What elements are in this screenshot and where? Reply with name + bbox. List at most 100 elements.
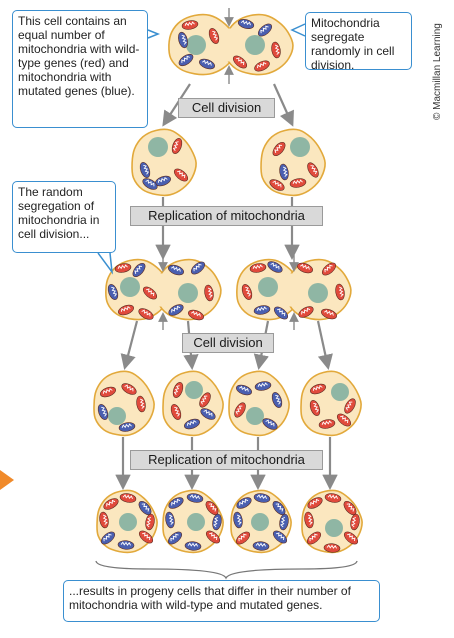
wild-type-mitochondrion	[99, 511, 109, 529]
nucleus	[331, 383, 349, 401]
nucleus	[187, 513, 205, 531]
page-marker-icon	[0, 470, 14, 490]
wild-type-mitochondrion	[321, 262, 337, 276]
mutated-mitochondrion	[117, 540, 135, 550]
wild-type-mitochondrion	[171, 138, 183, 154]
wild-type-mitochondrion	[309, 400, 321, 416]
mutated-mitochondrion	[237, 19, 255, 29]
cells	[93, 13, 363, 554]
result-callout: ...results in progeny cells that differ …	[63, 580, 380, 622]
mutated-mitochondrion	[262, 418, 278, 430]
wild-type-mitochondrion	[343, 531, 359, 545]
wild-type-mitochondrion	[205, 530, 221, 544]
mutated-mitochondrion	[142, 178, 158, 190]
nucleus	[185, 381, 203, 399]
mutated-mitochondrion	[254, 381, 272, 391]
wild-type-mitochondrion	[119, 493, 137, 503]
wild-type-mitochondrion	[323, 543, 341, 553]
copyright-credit: © Macmillan Learning	[420, 12, 443, 122]
mutated-mitochondrion	[279, 163, 289, 181]
wild-type-mitochondrion	[145, 513, 155, 531]
cleavage-fill	[216, 28, 244, 62]
wild-type-mitochondrion	[114, 263, 132, 273]
mutated-mitochondrion	[107, 284, 119, 300]
wild-type-mitochondrion	[307, 497, 323, 509]
mutated-mitochondrion	[212, 513, 222, 531]
cell-division-label-2: Cell division	[182, 333, 274, 353]
daughter-cell-left	[131, 128, 197, 197]
mutated-mitochondrion	[272, 500, 286, 516]
overlay	[0, 8, 358, 580]
wild-type-mitochondrion	[318, 419, 336, 429]
wild-type-mitochondrion	[306, 531, 322, 545]
flow-arrow	[272, 83, 294, 127]
wild-type-mitochondrion	[234, 402, 246, 418]
wild-type-mitochondrion	[188, 309, 204, 321]
mutated-mitochondrion	[168, 497, 184, 509]
wild-type-mitochondrion	[241, 284, 253, 300]
nucleus	[290, 137, 310, 157]
wild-type-mitochondrion	[172, 382, 184, 398]
wild-type-mitochondrion	[136, 395, 146, 413]
wild-type-mitochondrion	[204, 284, 214, 302]
nucleus	[325, 519, 343, 537]
wild-type-mitochondrion	[121, 383, 137, 395]
wild-type-mitochondrion	[344, 398, 356, 414]
callout-pointer	[97, 252, 114, 275]
nucleus	[246, 407, 264, 425]
progeny-cell-2	[162, 370, 224, 437]
mutated-mitochondrion	[190, 261, 206, 275]
cleavage-fill	[279, 273, 307, 307]
mutated-mitochondrion	[97, 404, 109, 420]
wild-type-mitochondrion	[289, 178, 307, 188]
random-segregation-callout: The random segregation of mitochondria i…	[12, 181, 116, 253]
mutated-mitochondrion	[168, 264, 184, 276]
copyright-text: © Macmillan Learning	[432, 23, 443, 120]
callout-pointer	[147, 29, 161, 39]
nucleus	[120, 277, 140, 297]
mutated-mitochondrion	[257, 23, 273, 37]
nucleus	[148, 137, 168, 157]
nucleus	[186, 35, 206, 55]
wild-type-mitochondrion	[254, 60, 270, 72]
segregation-callout: Mitochondria segregate randomly in cell …	[305, 12, 412, 72]
wild-type-mitochondrion	[335, 283, 345, 301]
wild-type-mitochondrion	[310, 383, 326, 395]
mutated-mitochondrion	[252, 541, 270, 551]
mutated-mitochondrion	[273, 306, 289, 320]
mutated-mitochondrion	[178, 53, 194, 67]
wild-type-mitochondrion	[336, 413, 352, 427]
wild-type-mitochondrion	[272, 141, 286, 157]
wild-type-mitochondrion	[142, 286, 158, 300]
wild-type-mitochondrion	[350, 513, 360, 531]
mutated-mitochondrion	[168, 304, 184, 316]
mutated-mitochondrion	[186, 493, 204, 503]
final-cell-1	[96, 489, 158, 554]
mutated-mitochondrion	[236, 497, 252, 509]
nucleus	[108, 407, 126, 425]
wild-type-mitochondrion	[249, 263, 267, 273]
wild-type-mitochondrion	[298, 306, 314, 318]
wild-type-mitochondrion	[321, 308, 337, 320]
initial-cell	[168, 13, 294, 76]
mutated-mitochondrion	[253, 305, 271, 315]
nucleus	[251, 513, 269, 531]
progeny-cell-3	[228, 370, 290, 437]
nucleus	[308, 283, 328, 303]
wild-type-mitochondrion	[232, 55, 248, 69]
nucleus	[178, 283, 198, 303]
final-cell-4	[301, 489, 363, 554]
wild-type-mitochondrion	[205, 500, 219, 516]
wild-type-mitochondrion	[208, 28, 220, 44]
mutated-mitochondrion	[118, 422, 136, 432]
dividing-cell-right	[236, 258, 352, 321]
mutated-mitochondrion	[271, 392, 283, 408]
initial-cell-callout: This cell contains an equal number of mi…	[12, 10, 148, 128]
mutated-mitochondrion	[233, 511, 243, 529]
mutated-mitochondrion	[178, 31, 188, 49]
nucleus	[119, 513, 137, 531]
mutated-mitochondrion	[184, 541, 202, 551]
wild-type-mitochondrion	[235, 531, 251, 545]
mutated-mitochondrion	[272, 530, 288, 544]
